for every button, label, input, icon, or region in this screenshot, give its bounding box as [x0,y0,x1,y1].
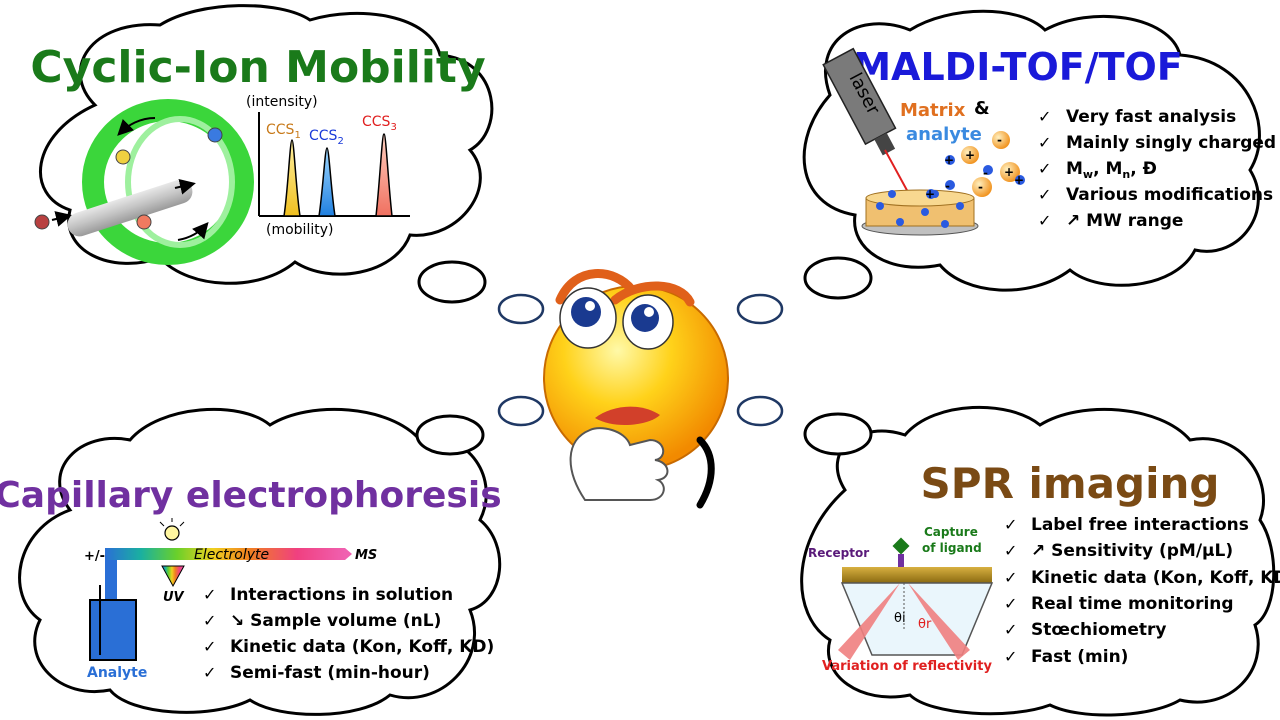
svg-text:Label free interactions: Label free interactions [1031,515,1249,535]
svg-text:Very fast analysis: Very fast analysis [1066,107,1236,127]
svg-text:✓: ✓ [1004,568,1017,587]
svg-text:Semi-fast (min-hour): Semi-fast (min-hour) [230,663,430,683]
cyclic-ring-icon [34,99,254,265]
list-item: ✓ Stœchiometry [1004,620,1167,640]
svg-text:-: - [978,180,983,194]
list-item: ✓ Real time monitoring [1004,594,1234,614]
analyte-label: analyte [906,124,982,145]
svg-text:-: - [997,133,1002,147]
ce-panel: Capillary electrophoresis +/- Analyte El… [0,475,502,683]
svg-text:✓: ✓ [1004,515,1017,534]
maldi-panel: MALDI-TOF/TOF laser Matrix & analyte - +… [822,45,1276,236]
ccs1-label: CCS1 [266,122,301,141]
svg-text:✓: ✓ [203,611,216,630]
ce-title: Capillary electrophoresis [0,475,502,516]
spr-title: SPR imaging [921,459,1220,508]
list-item: ✓ Very fast analysis [1038,107,1236,127]
uv-detector-icon [161,565,185,588]
pm-label: +/- [84,549,105,564]
list-item: ✓ Fast (min) [1004,647,1128,667]
electrolyte-label: Electrolyte [194,547,269,563]
laser-icon: laser [822,47,916,206]
svg-text:✓: ✓ [203,585,216,604]
svg-text:✓: ✓ [203,637,216,656]
svg-text:-: - [945,179,950,193]
svg-text:✓: ✓ [1004,647,1017,666]
amp-label: & [974,98,990,119]
mw-mn-d-text: Mw, Mn, Đ [1066,159,1157,181]
svg-text:Various modifications: Various modifications [1066,185,1273,205]
svg-text:Fast (min): Fast (min) [1031,647,1128,667]
cim-title: Cyclic-Ion Mobility [30,42,485,93]
svg-text:Real time monitoring: Real time monitoring [1031,594,1234,614]
svg-text:+: + [1004,165,1014,179]
theta-r-label: θr [918,617,932,632]
ions-cloud: - + + - + - - + + [925,131,1025,201]
svg-text:↘ Sample volume (nL): ↘ Sample volume (nL) [230,611,441,631]
svg-text:+: + [944,153,954,167]
list-item: ✓ Various modifications [1038,185,1273,205]
receptor-label: Receptor [808,546,869,560]
matrix-label: Matrix [900,100,966,121]
maldi-title: MALDI-TOF/TOF [853,45,1183,89]
svg-text:✓: ✓ [1038,107,1051,126]
cloud-ce [18,407,502,716]
svg-text:+: + [965,148,975,162]
svg-text:✓: ✓ [1038,211,1051,230]
svg-text:Kinetic data (Kon, Koff, KD): Kinetic data (Kon, Koff, KD) [230,637,494,657]
cim-x-label: (mobility) [266,222,333,238]
svg-text:Interactions in solution: Interactions in solution [230,585,453,605]
ce-analyte-label: Analyte [87,665,147,681]
svg-text:↗ MW range: ↗ MW range [1066,211,1183,231]
svg-text:✓: ✓ [1038,185,1051,204]
list-item: ✓ ↗ MW range [1038,211,1183,231]
list-item: ✓ Label free interactions [1004,515,1249,535]
variation-label: Variation of reflectivity [822,659,992,674]
svg-text:↗ Sensitivity (pM/µL): ↗ Sensitivity (pM/µL) [1031,541,1233,561]
capillary-icon: +/- Analyte Electrolyte MS UV [84,518,377,681]
svg-text:-: - [983,166,988,180]
svg-text:✓: ✓ [1004,620,1017,639]
ce-bullets: ✓ Interactions in solution ✓ ↘ Sample vo… [203,585,494,683]
spr-bullets: ✓ Label free interactions ✓ ↗ Sensitivit… [1004,515,1280,667]
svg-text:Mainly singly charged: Mainly singly charged [1066,133,1276,153]
cim-panel: Cyclic-Ion Mobility (intensity) (mobilit… [30,42,486,265]
sample-plate-icon [861,189,979,236]
spr-panel: SPR imaging Capture of ligand Receptor θ… [808,459,1280,674]
list-item: ✓ Semi-fast (min-hour) [203,663,430,683]
thought-bubbles [415,256,873,456]
of-ligand-label: of ligand [922,541,982,555]
ccs2-label: CCS2 [309,128,344,147]
list-item: ✓ ↘ Sample volume (nL) [203,611,441,631]
list-item: ✓ Interactions in solution [203,585,453,605]
svg-text:✓: ✓ [1038,159,1051,178]
svg-text:✓: ✓ [1004,541,1017,560]
ms-label: MS [355,548,377,563]
list-item: ✓ Mw, Mn, Đ [1038,159,1157,181]
thinking-face-icon [543,269,729,509]
svg-text:Kinetic data (Kon, Koff, KD): Kinetic data (Kon, Koff, KD) [1031,568,1280,588]
spr-prism-icon: Capture of ligand Receptor θi θr Variati… [808,525,994,674]
theta-i-label: θi [894,611,906,626]
svg-text:+: + [925,187,935,201]
capture-label: Capture [924,525,978,539]
svg-text:✓: ✓ [203,663,216,682]
maldi-bullets: ✓ Very fast analysis ✓ Mainly singly cha… [1038,107,1276,231]
list-item: ✓ Kinetic data (Kon, Koff, KD) [1004,568,1280,588]
lamp-icon [164,525,180,541]
list-item: ✓ Mainly singly charged [1038,133,1276,153]
uv-label: UV [163,590,185,605]
svg-text:Stœchiometry: Stœchiometry [1031,620,1167,640]
list-item: ✓ Kinetic data (Kon, Koff, KD) [203,637,494,657]
svg-text:✓: ✓ [1004,594,1017,613]
mobility-spectrum: (intensity) (mobility) CCS1 CCS2 CCS3 [246,94,410,238]
list-item: ✓ ↗ Sensitivity (pM/µL) [1004,541,1233,561]
ccs3-label: CCS3 [362,114,397,133]
svg-text:✓: ✓ [1038,133,1051,152]
cim-y-label: (intensity) [246,94,318,110]
svg-text:+: + [1014,173,1024,187]
